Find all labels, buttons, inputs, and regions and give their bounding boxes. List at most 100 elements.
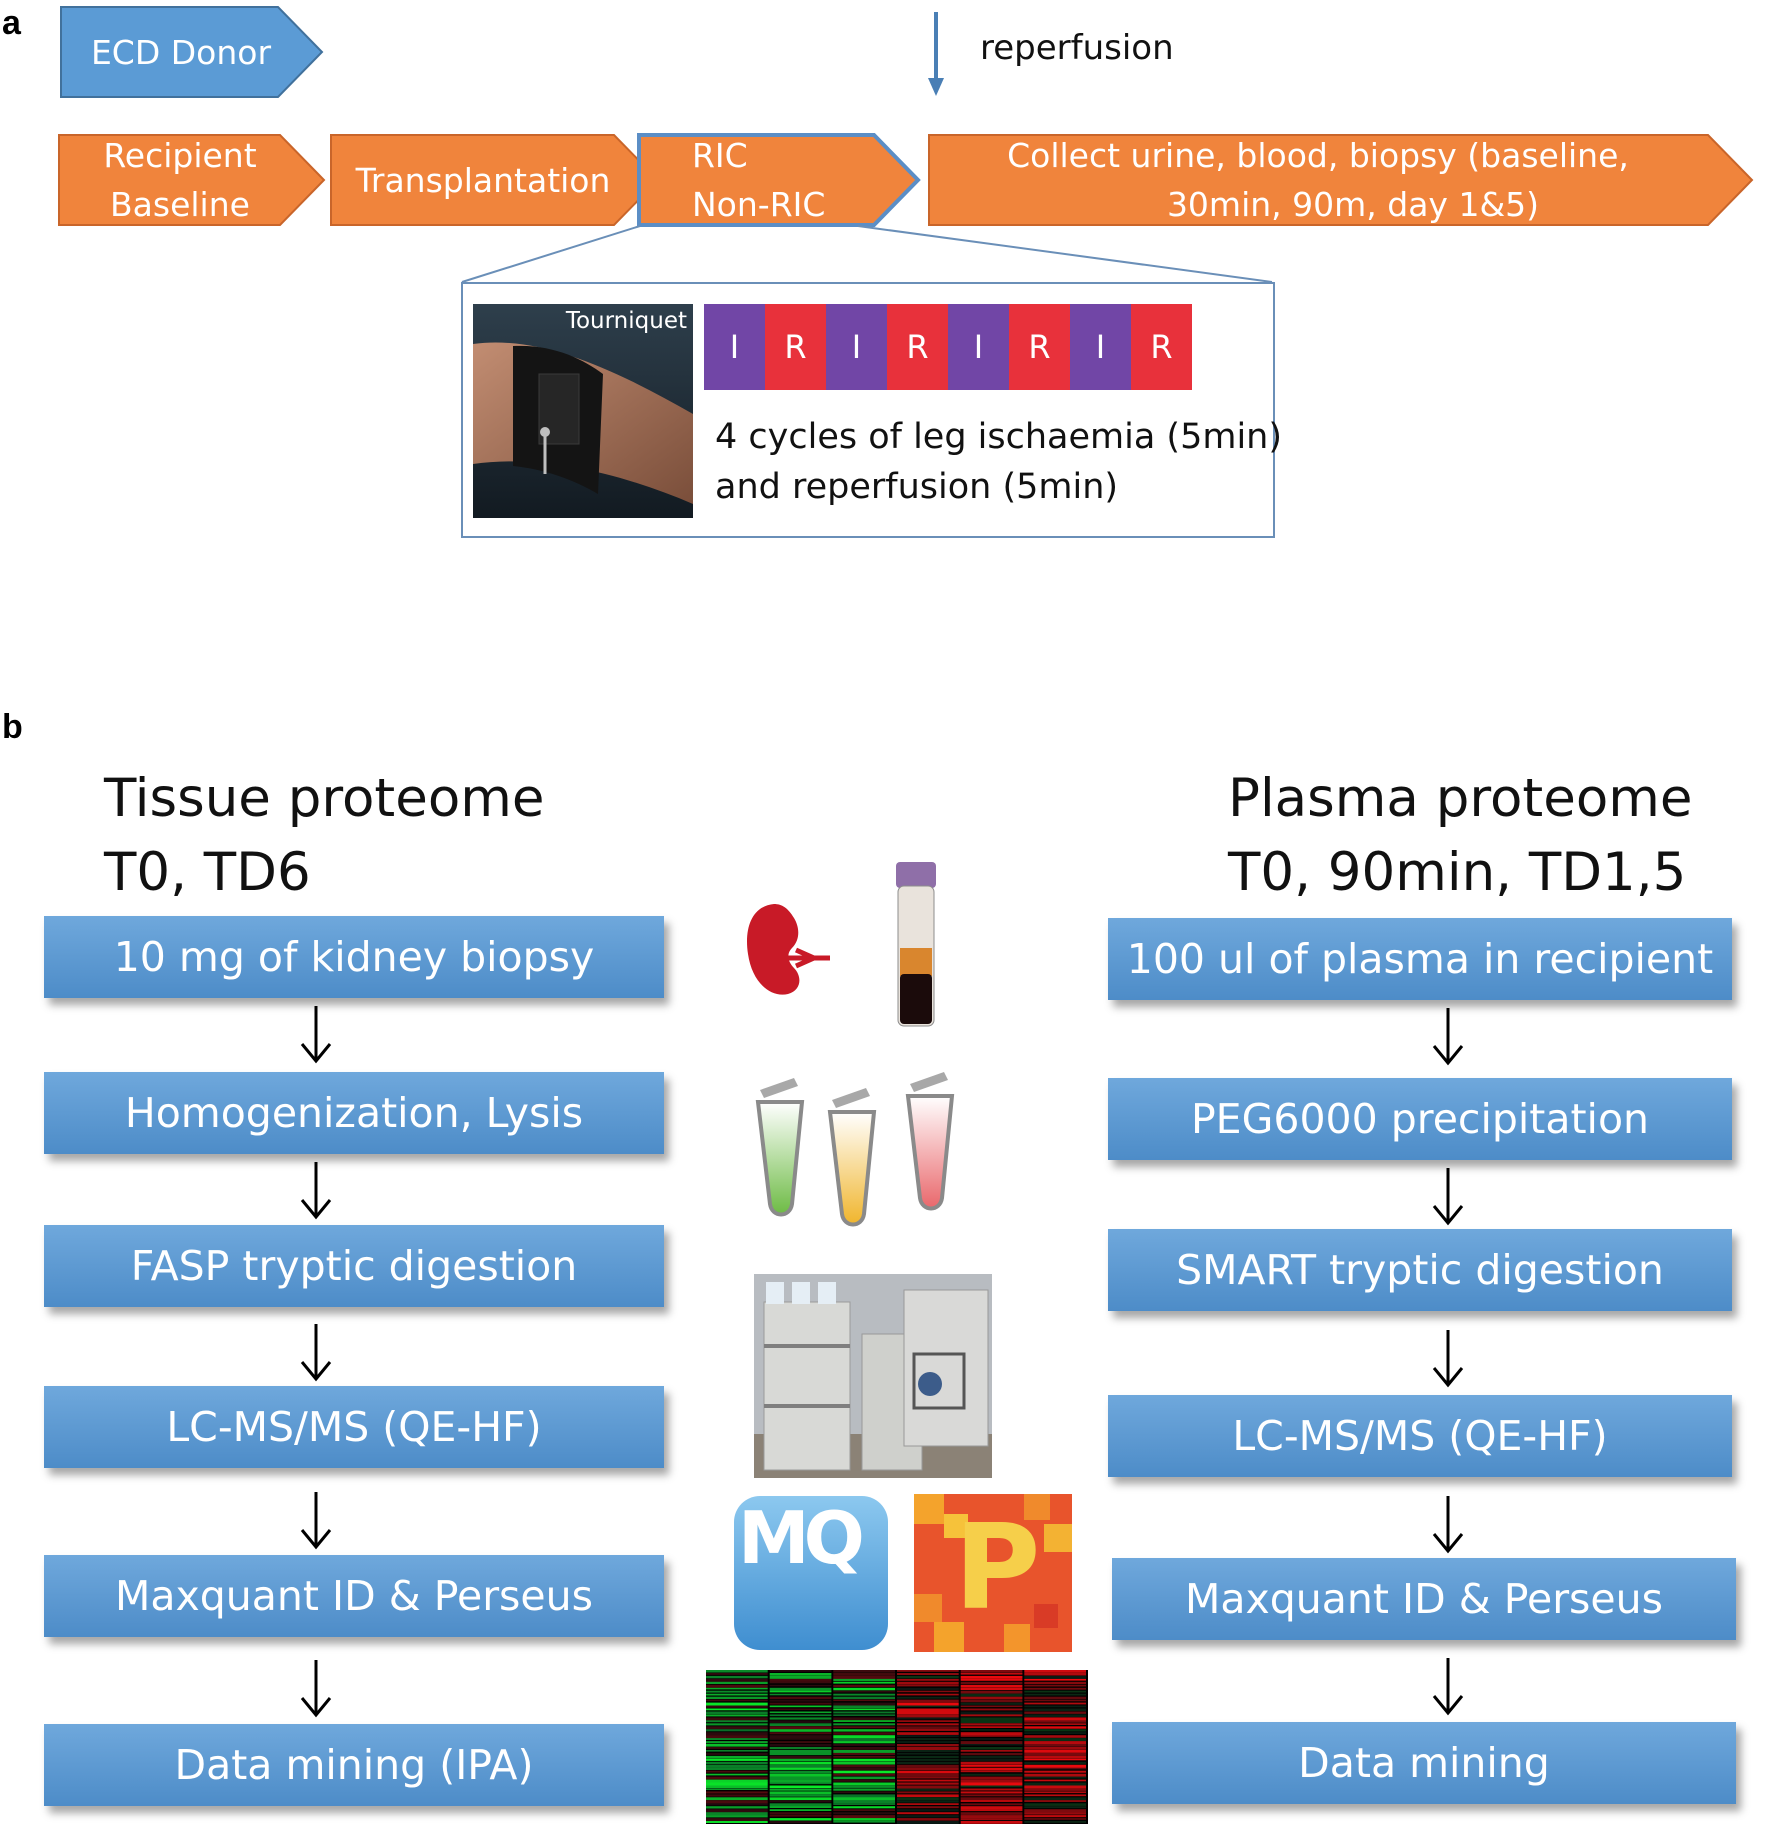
zoom-connector-lines <box>461 225 1273 283</box>
heatmap-cell <box>769 1690 832 1693</box>
heatmap-cell <box>706 1809 768 1813</box>
heatmap-cell <box>960 1687 1023 1690</box>
heatmap-cell <box>706 1726 768 1730</box>
heatmap-cell <box>897 1675 959 1679</box>
heatmap-cell <box>769 1752 832 1756</box>
heatmap-cell <box>960 1752 1023 1756</box>
heatmap-cell <box>960 1818 1023 1821</box>
heatmap-cell <box>706 1818 768 1821</box>
heatmap-cell <box>706 1767 768 1770</box>
heatmap-cell <box>769 1750 832 1754</box>
heatmap-cell <box>706 1681 768 1684</box>
heatmap-cell <box>897 1761 959 1764</box>
heatmap-cell <box>960 1670 1023 1673</box>
heatmap-cell <box>769 1705 832 1708</box>
heatmap-cell <box>833 1687 895 1691</box>
heatmap-cell <box>897 1708 959 1712</box>
heatmap-cell <box>833 1758 895 1762</box>
chevron-line: Non-RIC <box>692 185 826 224</box>
tissue-step: Homogenization, Lysis <box>44 1072 664 1154</box>
heatmap-cell <box>960 1675 1023 1679</box>
heatmap-cell <box>960 1782 1023 1786</box>
heatmap-cell <box>960 1690 1023 1694</box>
heatmap-cell <box>897 1711 959 1715</box>
heatmap-cell <box>897 1678 959 1681</box>
heatmap-cell <box>769 1776 832 1780</box>
heatmap-cell <box>1024 1687 1086 1690</box>
heatmap-cell <box>897 1741 959 1743</box>
heatmap-cell <box>833 1702 895 1706</box>
heatmap-cell <box>833 1818 895 1821</box>
heatmap-cell <box>960 1741 1023 1745</box>
heatmap-cell <box>897 1723 959 1726</box>
heatmap-cell <box>833 1744 895 1746</box>
down-arrow-icon <box>1428 1494 1468 1554</box>
heatmap-cell <box>833 1732 895 1735</box>
heatmap-cell <box>960 1678 1023 1681</box>
reperfusion-label: reperfusion <box>980 28 1174 68</box>
heatmap-cell <box>769 1673 832 1676</box>
heatmap-cell <box>960 1732 1023 1736</box>
heatmap-cell <box>769 1779 832 1783</box>
heatmap-cell <box>833 1699 895 1702</box>
heatmap-cell <box>960 1717 1023 1721</box>
heatmap-cell <box>833 1794 895 1798</box>
heatmap-cell <box>1024 1755 1086 1759</box>
heatmap-cell <box>706 1747 768 1749</box>
heatmap-cell <box>833 1791 895 1794</box>
heatmap-cell <box>897 1815 959 1818</box>
heatmap-cell <box>1024 1714 1086 1717</box>
heatmap-cell <box>960 1773 1023 1776</box>
heatmap-cell <box>769 1818 832 1821</box>
down-arrow-icon <box>296 1004 336 1064</box>
heatmap-cell <box>960 1815 1023 1818</box>
heatmap-cell <box>897 1744 959 1747</box>
heatmap-cell <box>1024 1806 1086 1809</box>
plasma-title-line: Plasma proteome <box>1228 768 1693 829</box>
heatmap-cell <box>897 1767 959 1771</box>
plasma-title-line: T0, 90min, TD1,5 <box>1228 842 1687 903</box>
heatmap-cell <box>833 1711 895 1714</box>
heatmap-cell <box>833 1741 895 1744</box>
heatmap-cell <box>833 1738 895 1742</box>
heatmap-cell <box>960 1699 1023 1703</box>
ischaemia-cell: I <box>826 304 887 390</box>
heatmap-cell <box>833 1764 895 1768</box>
heatmap-cell <box>706 1687 768 1690</box>
heatmap-svg <box>706 1670 1088 1824</box>
heatmap-cell <box>706 1797 768 1801</box>
heatmap-cell <box>706 1705 768 1708</box>
heatmap-cell <box>706 1764 768 1768</box>
heatmap-cell <box>833 1755 895 1758</box>
cycles-line: 4 cycles of leg ischaemia (5min) <box>715 417 1283 457</box>
blood-tube-icon <box>888 862 944 1028</box>
heatmap-cell <box>769 1747 832 1750</box>
heatmap-cell <box>833 1747 895 1750</box>
heatmap-cell <box>706 1782 768 1786</box>
heatmap-cell <box>960 1776 1023 1780</box>
heatmap-cell <box>833 1770 895 1774</box>
heatmap-cell <box>960 1755 1023 1759</box>
heatmap-cell <box>960 1779 1023 1783</box>
heatmap-cell <box>897 1794 959 1798</box>
heatmap-cell <box>960 1681 1023 1684</box>
down-arrow-icon <box>1428 1166 1468 1226</box>
heatmap-cell <box>706 1806 768 1809</box>
heatmap-cell <box>960 1738 1023 1740</box>
tissue-step: FASP tryptic digestion <box>44 1225 664 1307</box>
heatmap-cell <box>1024 1782 1086 1786</box>
heatmap-cell <box>1024 1750 1086 1753</box>
heatmap-cell <box>897 1750 959 1753</box>
heatmap-cell <box>706 1788 768 1790</box>
heatmap-cell <box>769 1729 832 1732</box>
plasma-step: Maxquant ID & Perseus <box>1112 1558 1736 1640</box>
collect-chevron: Collect urine, blood, biopsy (baseline, … <box>928 134 1754 226</box>
panel-b-label: b <box>2 708 23 746</box>
reperfusion-cell: R <box>1131 304 1192 390</box>
heatmap-cell <box>1024 1797 1086 1801</box>
heatmap-cell <box>769 1735 832 1739</box>
heatmap-cell <box>769 1670 832 1672</box>
heatmap-cell <box>897 1812 959 1815</box>
microtube-icon <box>750 1068 980 1256</box>
ischaemia-cell: I <box>704 304 765 390</box>
